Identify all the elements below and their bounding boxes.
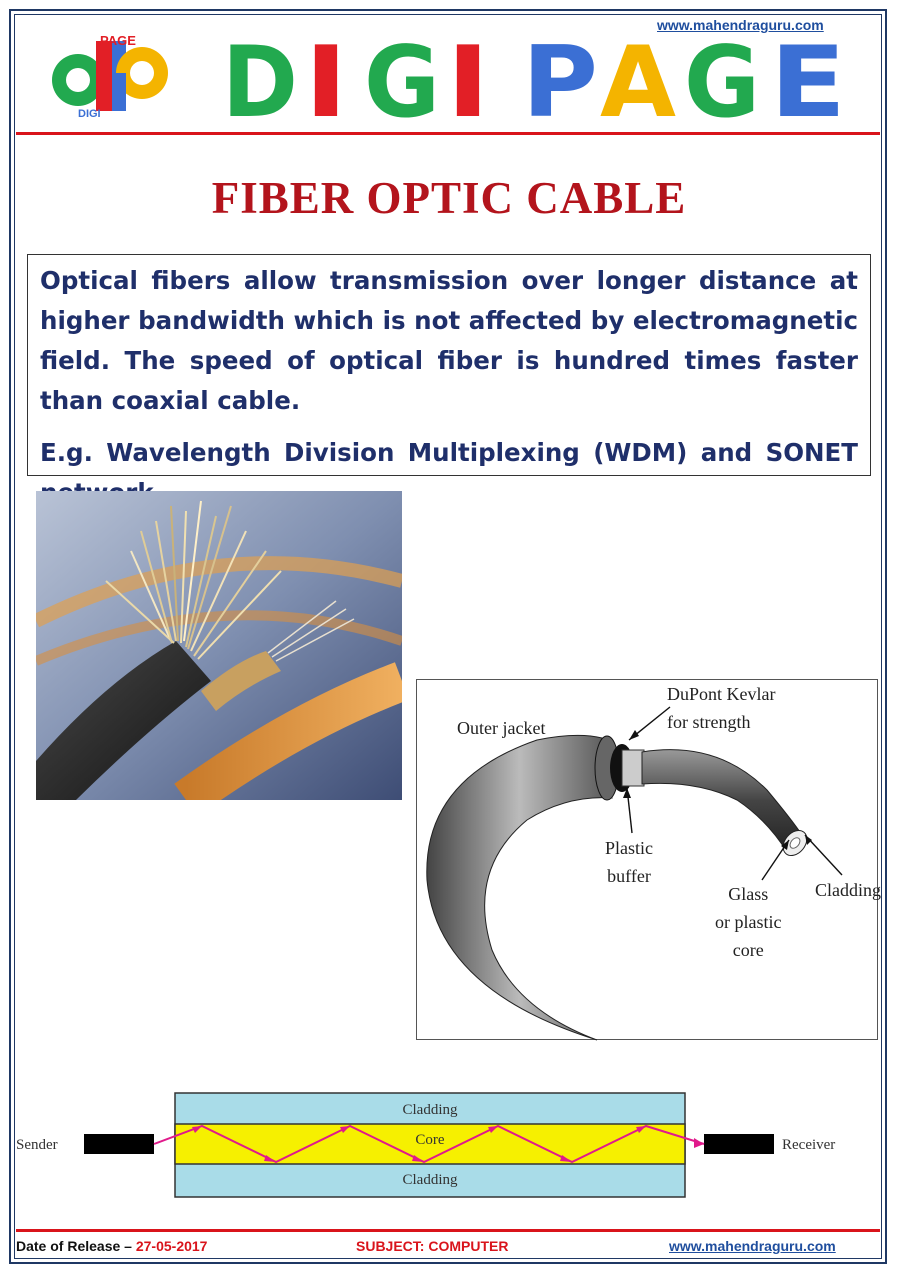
cable-structure-drawing <box>426 706 843 1041</box>
label-buffer-line1: Plastic <box>605 838 653 858</box>
label-kevlar-line1: DuPont Kevlar <box>667 684 776 704</box>
label-cladding-top: Cladding <box>403 1102 458 1118</box>
banner-letter: P <box>522 28 598 128</box>
digi-page-logo: PAGE DIGI <box>52 35 168 120</box>
banner-letter: E <box>770 28 846 128</box>
label-kevlar: DuPont Kevlar for strength <box>667 680 775 736</box>
banner-letter: I <box>304 28 348 128</box>
label-core-prop: Core <box>415 1132 445 1148</box>
release-date-value: 27-05-2017 <box>135 1238 208 1254</box>
sender-block <box>84 1134 154 1154</box>
intro-text-box: Optical fibers allow transmission over l… <box>27 254 871 507</box>
label-outer-jacket: Outer jacket <box>457 718 546 738</box>
label-core-line1: Glass <box>728 884 769 904</box>
page-inner-border <box>14 14 882 1259</box>
release-date-label: Date of Release – <box>16 1238 136 1254</box>
release-date: Date of Release – 27-05-2017 <box>16 1238 207 1254</box>
banner-letter: G <box>684 28 760 128</box>
page-title: FIBER OPTIC CABLE <box>211 173 687 223</box>
light-propagation-diagram: Cladding Core Cladding Sender Receiver <box>16 1092 835 1198</box>
logo-page-text: PAGE <box>100 35 136 48</box>
cable-structure-diagram: Outer jacket DuPont Kevlar for strength … <box>416 679 881 1041</box>
footer-rule <box>16 1229 880 1232</box>
label-cladding-bottom: Cladding <box>403 1172 458 1188</box>
label-buffer-line2: buffer <box>607 866 651 886</box>
footer-site-link[interactable]: www.mahendraguru.com <box>669 1238 836 1254</box>
intro-paragraph: Optical fibers allow transmission over l… <box>40 266 858 415</box>
banner-letter: A <box>600 28 676 128</box>
label-core: Glass or plastic core <box>715 880 781 964</box>
logo-digi-text: DIGI <box>78 108 101 120</box>
label-core-line2: or plastic <box>715 912 782 932</box>
label-sender: Sender <box>16 1137 58 1153</box>
label-receiver: Receiver <box>782 1137 835 1153</box>
subject-label: SUBJECT: COMPUTER <box>356 1238 509 1254</box>
header-rule <box>16 132 880 135</box>
core-layer <box>174 1123 686 1165</box>
label-cladding: Cladding <box>815 880 881 900</box>
receiver-block <box>704 1134 774 1154</box>
header-site-link[interactable]: www.mahendraguru.com <box>657 17 824 33</box>
label-kevlar-line2: for strength <box>667 712 751 732</box>
banner-letter: I <box>446 28 490 128</box>
banner-letter: G <box>364 28 440 128</box>
banner-letter: D <box>222 28 298 128</box>
fiber-cable-photo <box>36 491 402 800</box>
page-outer-border <box>9 9 887 1264</box>
label-plastic-buffer: Plastic buffer <box>605 834 653 890</box>
label-core-line3: core <box>732 940 764 960</box>
